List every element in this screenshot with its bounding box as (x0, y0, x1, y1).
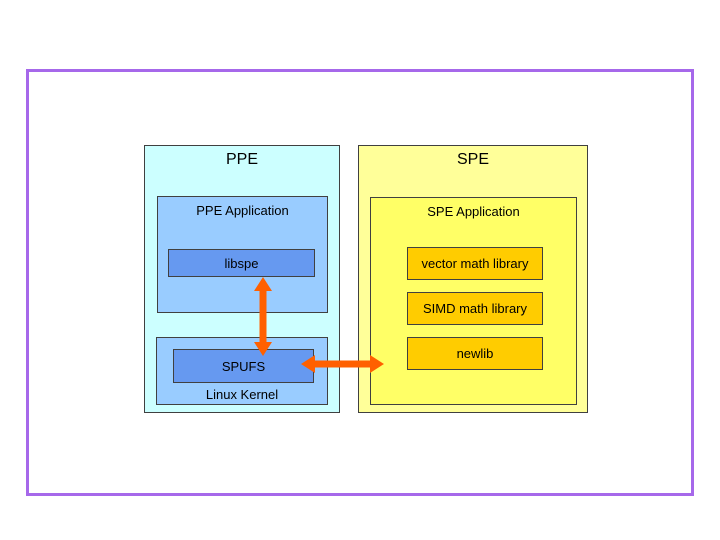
vector-math-library-label: vector math library (421, 256, 529, 271)
spe-application-title: SPE Application (427, 204, 520, 219)
ppe-title: PPE (225, 151, 258, 168)
newlib-label: newlib (456, 346, 494, 361)
spe-title: SPE (456, 151, 489, 168)
vector-math-library-box: vector math library (407, 247, 543, 280)
spufs-label: SPUFS (221, 358, 266, 374)
spufs-spe-arrow (301, 355, 384, 373)
newlib-box: newlib (407, 337, 543, 370)
linux-kernel-title: Linux Kernel (205, 387, 279, 402)
spufs-box: SPUFS (173, 349, 314, 383)
libspe-label: libspe (224, 255, 259, 271)
libspe-box: libspe (168, 249, 315, 277)
simd-math-library-box: SIMD math library (407, 292, 543, 325)
libspe-spufs-arrow (254, 277, 272, 356)
simd-math-library-label: SIMD math library (422, 301, 528, 316)
ppe-application-title: PPE Application (196, 203, 289, 218)
